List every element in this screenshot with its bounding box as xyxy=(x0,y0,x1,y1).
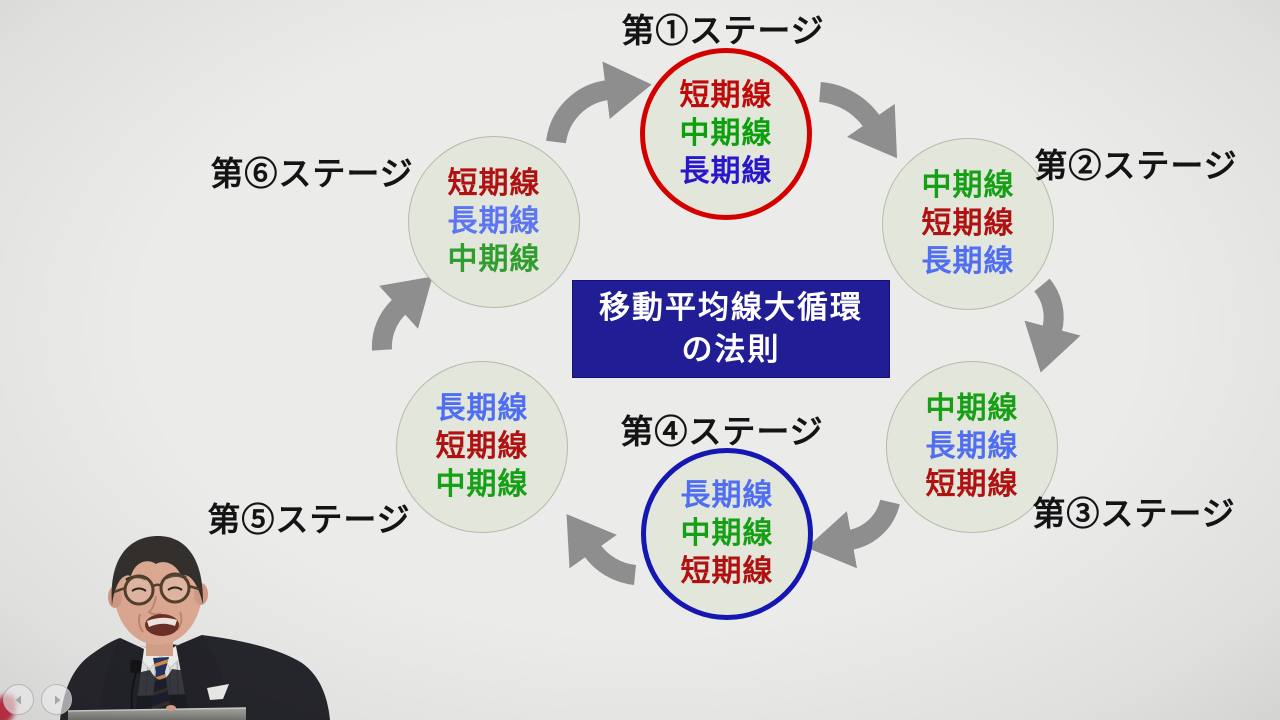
stage-3-label: 第③ステージ xyxy=(1032,495,1236,532)
stage-5-line-1: 長期線 xyxy=(435,392,529,425)
center-title-box: 移動平均線大循環 の法則 xyxy=(572,280,890,378)
arrow-stage3-to-4 xyxy=(806,499,900,569)
glasses-bridge xyxy=(151,583,163,589)
glasses-temple-left xyxy=(113,586,126,594)
center-title-line-2: の法則 xyxy=(681,332,781,367)
lapel-left xyxy=(98,638,144,720)
stage-1-line-3: 長期線 xyxy=(679,155,773,188)
eye-left xyxy=(131,587,147,592)
stage-2-line-2: 短期線 xyxy=(921,207,1015,240)
chevron-left-icon xyxy=(15,695,21,704)
arrow-stage1-to-2 xyxy=(818,82,898,159)
stage-3-line-1: 中期線 xyxy=(925,392,1019,425)
laptop-edge-highlight xyxy=(67,707,247,712)
stage-4-circle: 長期線 中期線 短期線 xyxy=(641,448,813,620)
stage-6-label: 第⑥ステージ xyxy=(210,155,414,192)
center-title-line-1: 移動平均線大循環 xyxy=(599,290,863,325)
stage-6-circle: 短期線 長期線 中期線 xyxy=(408,136,580,308)
stage-4-line-2: 中期線 xyxy=(680,517,774,550)
smile-line-left xyxy=(138,613,144,633)
arrow-stage4-to-5 xyxy=(566,514,637,585)
stage-4-line-1: 長期線 xyxy=(680,479,774,512)
stage-5-line-2: 短期線 xyxy=(435,430,529,463)
previous-slide-button[interactable] xyxy=(3,684,34,715)
lapel-mic xyxy=(130,660,141,673)
next-slide-button[interactable] xyxy=(41,684,72,715)
stage-1-label: 第①ステージ xyxy=(621,12,825,49)
stage-2-circle: 中期線 短期線 長期線 xyxy=(882,138,1054,310)
glasses-temple-right xyxy=(188,584,200,591)
arrow-stage5-to-6 xyxy=(371,276,433,351)
glasses-left-lens xyxy=(123,574,155,606)
stage-3-line-3: 短期線 xyxy=(925,468,1019,501)
smile-line-right xyxy=(176,611,183,631)
stage-1-line-1: 短期線 xyxy=(679,79,773,112)
stage-2-label: 第②ステージ xyxy=(1034,147,1238,184)
stage-5-line-3: 中期線 xyxy=(435,468,529,501)
stage-1-circle: 短期線 中期線 長期線 xyxy=(640,48,812,220)
teeth xyxy=(147,617,177,627)
stage-4-line-3: 短期線 xyxy=(680,555,774,588)
stage-6-line-1: 短期線 xyxy=(447,167,541,200)
stage-1-line-2: 中期線 xyxy=(679,117,773,150)
stage-6-line-3: 中期線 xyxy=(447,243,541,276)
stage-6-line-2: 長期線 xyxy=(447,205,541,238)
stage-3-circle: 中期線 長期線 短期線 xyxy=(886,361,1058,533)
stage-2-line-3: 長期線 xyxy=(921,245,1015,278)
chevron-right-icon xyxy=(54,695,60,704)
presenter-photo xyxy=(60,536,330,720)
eye-right xyxy=(167,586,183,591)
stage-3-line-2: 長期線 xyxy=(925,430,1019,463)
fingertip xyxy=(166,705,176,711)
stage-5-label: 第⑤ステージ xyxy=(207,501,411,538)
arrow-stage6-to-1 xyxy=(546,61,652,144)
stage-4-label: 第④ステージ xyxy=(620,413,824,450)
pocket-square xyxy=(207,684,229,700)
stage-2-line-1: 中期線 xyxy=(921,169,1015,202)
arrow-stage2-to-3 xyxy=(1024,278,1081,373)
stage-5-circle: 長期線 短期線 中期線 xyxy=(396,361,568,533)
hair xyxy=(111,536,204,606)
nose xyxy=(147,595,162,616)
